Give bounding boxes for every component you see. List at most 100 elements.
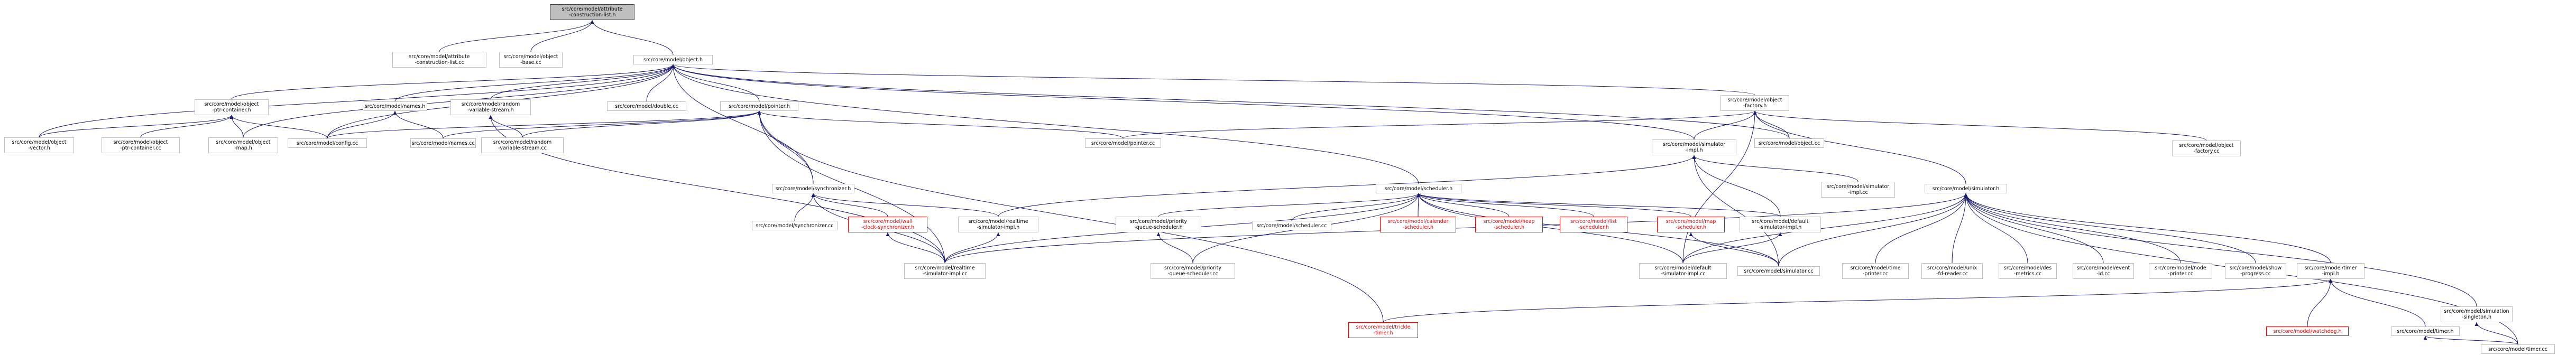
edge-simcc-to-mapsched xyxy=(1689,232,1779,267)
node-mapsched[interactable]: src/core/model/map-scheduler.h xyxy=(1657,217,1725,232)
node-label-line: src/core/model/unix xyxy=(1927,265,1977,271)
edge-synccc-to-sync xyxy=(794,193,815,221)
node-pointer[interactable]: src/core/model/pointer.h xyxy=(720,101,798,111)
node-label-line: src/core/model/priority xyxy=(1164,265,1221,271)
edge-pointercc-to-factory xyxy=(1123,110,1757,139)
edge-defsimcc-to-sched xyxy=(1416,193,1683,264)
edge-timerimpl-to-sim xyxy=(1964,193,2331,264)
node-label-line: src/core/model/object.h xyxy=(643,57,703,63)
node-names[interactable]: src/core/model/names.h xyxy=(363,101,427,111)
node-label-line: -timer.h xyxy=(1373,330,1393,336)
node-timercc[interactable]: src/core/model/timer.cc xyxy=(2481,344,2555,354)
node-priocc[interactable]: src/core/model/priority-queue-scheduler.… xyxy=(1151,263,1235,279)
node-label-line: -construction-list.h xyxy=(568,12,616,18)
node-label-line: src/core/model/object xyxy=(2179,143,2234,148)
node-label-line: -queue-scheduler.h xyxy=(1134,225,1183,230)
edge-attrcc-to-attr xyxy=(439,20,594,52)
node-label-line: src/core/model/wall xyxy=(863,219,913,225)
node-realtime[interactable]: src/core/model/realtime-simulator-impl.h xyxy=(958,217,1038,232)
node-attrcc[interactable]: src/core/model/attribute-construction-li… xyxy=(392,52,486,68)
edge-watchdog-to-timerimpl xyxy=(2307,278,2333,327)
node-timerimpl[interactable]: src/core/model/timer-impl.h xyxy=(2297,263,2365,279)
node-simcc[interactable]: src/core/model/simulator.cc xyxy=(1737,266,1820,276)
node-sim[interactable]: src/core/model/simulator.h xyxy=(1925,184,2007,193)
node-label-line: src/core/model/config.cc xyxy=(296,140,358,146)
node-label-line: src/core/model/synchronizer.h xyxy=(775,185,851,192)
node-label-line: src/core/model/list xyxy=(1570,219,1617,225)
node-label-line: src/core/model/priority xyxy=(1130,219,1187,225)
edge-showprog-to-sim xyxy=(1964,193,2256,264)
edge-rvs-to-obj xyxy=(490,64,675,100)
node-objbase[interactable]: src/core/model/object-base.cc xyxy=(499,52,563,68)
node-factory[interactable]: src/core/model/object-factory.h xyxy=(1721,95,1789,111)
node-label-line: src/core/model/show xyxy=(2229,265,2282,271)
node-label-line: src/core/model/node xyxy=(2155,265,2206,271)
node-objvec[interactable]: src/core/model/object-vector.h xyxy=(4,137,74,153)
node-list[interactable]: src/core/model/list-scheduler.h xyxy=(1560,217,1627,232)
node-sync[interactable]: src/core/model/synchronizer.h xyxy=(772,184,854,193)
edge-defsimcc-to-defsim xyxy=(1682,232,1782,264)
node-prio[interactable]: src/core/model/priority-queue-scheduler.… xyxy=(1116,217,1201,232)
node-defsimcc[interactable]: src/core/model/default-simulator-impl.cc xyxy=(1639,263,1727,279)
node-label-line: src/core/model/timer.cc xyxy=(2488,346,2547,352)
node-label-line: -factory.cc xyxy=(2193,148,2220,154)
edge-simimpl-to-obj xyxy=(671,64,1695,140)
edge-mapsched-to-sched xyxy=(1416,193,1691,217)
edge-config-to-names xyxy=(327,110,397,139)
node-desmetrics[interactable]: src/core/model/des-metrics.cc xyxy=(1999,263,2057,279)
node-wallclock[interactable]: src/core/model/wall-clock-synchronizer.h xyxy=(848,217,927,232)
node-ptrcontcc[interactable]: src/core/model/object-ptr-container.cc xyxy=(102,137,180,153)
node-label-line: src/core/model/heap xyxy=(1483,219,1535,225)
node-label-line: src/core/model/double.cc xyxy=(615,103,678,109)
node-double[interactable]: src/core/model/double.cc xyxy=(607,101,686,111)
node-label-line: -id.cc xyxy=(2096,271,2110,277)
edge-double-to-obj xyxy=(646,64,675,102)
node-simimpl[interactable]: src/core/model/simulator-impl.h xyxy=(1652,139,1736,155)
node-sched[interactable]: src/core/model/scheduler.h xyxy=(1376,184,1461,193)
node-synccc[interactable]: src/core/model/synchronizer.cc xyxy=(752,221,838,230)
node-label-line: src/core/model/realtime xyxy=(915,265,975,271)
node-watchdog[interactable]: src/core/model/watchdog.h xyxy=(2266,326,2349,336)
node-objmap[interactable]: src/core/model/object-map.h xyxy=(208,137,278,153)
node-label-line: src/core/model/default xyxy=(1654,265,1712,271)
node-showprog[interactable]: src/core/model/show-progress.cc xyxy=(2225,263,2286,279)
edge-prio-to-sched xyxy=(1158,193,1421,217)
node-eventid[interactable]: src/core/model/event-id.cc xyxy=(2073,263,2134,279)
node-unixfd[interactable]: src/core/model/unix-fd-reader.cc xyxy=(1921,263,1983,279)
node-rvscc[interactable]: src/core/model/random-variable-stream.cc xyxy=(481,137,564,153)
node-schedcc[interactable]: src/core/model/scheduler.cc xyxy=(1252,221,1331,230)
node-obj[interactable]: src/core/model/object.h xyxy=(633,55,713,64)
node-label-line: src/core/model/attribute xyxy=(562,6,623,12)
node-cal[interactable]: src/core/model/calendar-scheduler.h xyxy=(1380,217,1456,232)
node-objcc[interactable]: src/core/model/object.cc xyxy=(1754,138,1824,148)
node-label-line: -printer.cc xyxy=(1862,271,1889,277)
node-namescc[interactable]: src/core/model/names.cc xyxy=(410,138,476,148)
node-config[interactable]: src/core/model/config.cc xyxy=(288,138,367,148)
node-timerh[interactable]: src/core/model/timer.h xyxy=(2391,326,2460,336)
node-label-line: -variable-stream.h xyxy=(467,107,514,113)
edge-objbase-to-attr xyxy=(530,20,594,52)
edge-list-to-sched xyxy=(1416,193,1594,217)
node-label-line: src/core/model/object xyxy=(204,101,259,107)
node-attr[interactable]: src/core/model/attribute-construction-li… xyxy=(550,4,634,20)
node-label-line: src/core/model/timer xyxy=(2304,265,2357,271)
node-timeprinter[interactable]: src/core/model/time-printer.cc xyxy=(1842,263,1909,279)
edge-defsim-to-simimpl xyxy=(1692,155,1781,217)
node-defsim[interactable]: src/core/model/default-simulator-impl.h xyxy=(1740,217,1821,232)
node-singleton[interactable]: src/core/model/simulation-singleton.h xyxy=(2441,306,2513,322)
node-label-line: src/core/model/realtime xyxy=(968,219,1028,225)
node-realtimecc[interactable]: src/core/model/realtime-simulator-impl.c… xyxy=(904,263,986,279)
node-label-line: src/core/model/scheduler.h xyxy=(1384,185,1453,192)
node-pointercc[interactable]: src/core/model/pointer.cc xyxy=(1085,138,1161,148)
node-label-line: src/core/model/random xyxy=(461,101,520,107)
node-nodeprinter[interactable]: src/core/model/node-printer.cc xyxy=(2149,263,2212,279)
node-rvs[interactable]: src/core/model/random-variable-stream.h xyxy=(450,99,531,115)
node-simimplcc[interactable]: src/core/model/simulator-impl.cc xyxy=(1821,182,1895,198)
node-factorycc[interactable]: src/core/model/object-factory.cc xyxy=(2172,141,2241,156)
edge-sim-to-factory xyxy=(1753,110,1966,184)
node-heap[interactable]: src/core/model/heap-scheduler.h xyxy=(1475,217,1543,232)
node-trickle[interactable]: src/core/model/trickle-timer.h xyxy=(1348,322,1418,338)
node-ptrcont[interactable]: src/core/model/object-ptr-container.h xyxy=(195,99,269,115)
node-label-line: -metrics.cc xyxy=(2013,271,2042,277)
